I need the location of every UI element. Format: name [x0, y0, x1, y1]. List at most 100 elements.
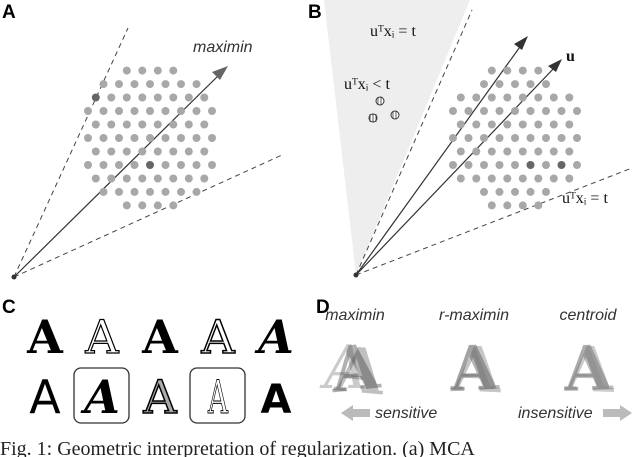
data-point [177, 187, 185, 196]
data-point [169, 120, 178, 129]
data-point [495, 161, 504, 169]
data-point [573, 107, 581, 115]
panel-d-label: D [316, 297, 330, 318]
data-point [84, 107, 92, 115]
data-point [511, 161, 519, 169]
data-point [107, 120, 116, 129]
data-point [161, 107, 170, 115]
data-point [449, 134, 457, 142]
data-point [565, 147, 574, 156]
panel-b: B uᵀxᵢ = t uᵀxᵢ < t u uᵀxᵢ = t [308, 0, 633, 278]
data-point [122, 120, 131, 129]
data-point [153, 201, 162, 210]
data-point [177, 134, 185, 142]
data-point [161, 161, 170, 169]
data-point [503, 201, 512, 210]
data-point [192, 107, 201, 115]
data-point [487, 93, 496, 102]
data-point [549, 93, 558, 102]
data-point [480, 107, 488, 115]
data-point [91, 93, 100, 102]
data-point [161, 80, 170, 89]
data-point [472, 120, 481, 129]
data-point [99, 80, 108, 89]
data-point [115, 187, 123, 196]
svg-text:A: A [449, 334, 494, 404]
data-point [115, 107, 123, 115]
figure-caption: Fig. 1: Geometric interpretation of regu… [0, 438, 475, 457]
glyph-sample: A [142, 370, 177, 424]
data-point [107, 147, 116, 156]
data-point [208, 134, 216, 142]
insensitive-label: insensitive [518, 405, 593, 422]
data-point [169, 174, 178, 183]
data-point [534, 120, 543, 129]
data-point [200, 120, 209, 129]
data-point [534, 66, 543, 75]
data-point [146, 187, 154, 196]
data-point [565, 174, 574, 183]
method-label-maximin: maximin [325, 307, 385, 324]
outlier-point [375, 96, 385, 106]
data-point [146, 161, 154, 169]
vector-arrow-1 [355, 43, 523, 276]
data-point [153, 174, 162, 183]
data-point [84, 134, 92, 142]
data-point [184, 174, 193, 183]
svg-text:A: A [447, 331, 501, 407]
data-point [518, 174, 527, 183]
data-point [130, 134, 139, 142]
glyph-sample: A [26, 310, 64, 364]
data-point [138, 147, 147, 156]
data-point [161, 134, 170, 142]
panel-b-label: B [308, 2, 322, 23]
data-point [169, 93, 178, 102]
data-point [169, 66, 178, 75]
data-point [107, 174, 116, 183]
data-point [146, 134, 154, 142]
data-point [526, 161, 535, 169]
data-point [549, 147, 558, 156]
data-point [146, 107, 154, 115]
data-point [138, 93, 147, 102]
data-point [84, 161, 92, 169]
data-point [549, 174, 558, 183]
data-point [456, 174, 465, 183]
data-point [153, 120, 162, 129]
data-point [573, 134, 581, 142]
maximin-arrowhead [212, 66, 228, 80]
data-point [208, 161, 216, 169]
data-point [208, 107, 216, 115]
data-point [122, 93, 131, 102]
glyph-sample: A [141, 310, 179, 364]
data-point [511, 107, 519, 115]
data-point [449, 107, 457, 115]
data-point [480, 187, 488, 196]
data-point [557, 107, 566, 115]
data-point [526, 80, 535, 89]
data-point [130, 161, 139, 169]
data-point [534, 174, 543, 183]
data-point [138, 174, 147, 183]
data-point [518, 66, 527, 75]
svg-text:A: A [332, 332, 388, 409]
data-point [511, 80, 519, 89]
eq-bottom-label: uᵀxᵢ = t [562, 190, 608, 207]
data-point [542, 80, 550, 89]
data-point [518, 201, 527, 210]
data-point [177, 107, 185, 115]
data-point [91, 147, 100, 156]
panel-c: C A A A A A A A A A A [2, 297, 294, 425]
maximin-arrow [13, 71, 223, 278]
data-point [526, 107, 535, 115]
data-point [518, 120, 527, 129]
data-point [184, 147, 193, 156]
outlier-point [390, 110, 400, 120]
data-point [503, 120, 512, 129]
data-point [99, 187, 108, 196]
data-point [91, 120, 100, 129]
data-point [161, 187, 170, 196]
panel-c-label: C [2, 297, 16, 318]
panel-a: A maximin [2, 2, 283, 280]
figure: A maximin B uᵀxᵢ = t uᵀxᵢ < t u uᵀxᵢ = t [2, 0, 633, 425]
